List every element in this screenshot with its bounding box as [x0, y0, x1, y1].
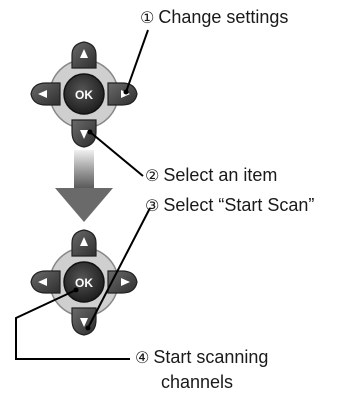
step-4-text: Start scanning — [153, 347, 269, 367]
leader-step-4 — [15, 289, 130, 360]
right-arrow-icon — [121, 278, 130, 286]
step-4-label-line2: channels — [161, 372, 234, 392]
dpad-top: OK — [30, 41, 138, 148]
leader-dots — [73, 89, 129, 331]
step-3-text: Select “Start Scan” — [163, 195, 315, 215]
left-arrow-icon — [38, 90, 47, 98]
ok-label: OK — [75, 276, 93, 290]
step-2-number: ② — [145, 166, 160, 185]
transition-arrow-icon — [55, 150, 113, 222]
dpad-up-key — [71, 229, 97, 257]
ok-button — [63, 73, 105, 115]
left-arrow-icon — [38, 278, 47, 286]
dpad-right-key — [107, 82, 138, 106]
dpad-bottom: OK — [30, 229, 138, 336]
dpad-down-key — [71, 119, 97, 148]
ok-label: OK — [75, 88, 93, 102]
leader-step-3 — [87, 207, 151, 329]
dpad-up-key — [71, 41, 97, 69]
step-1-number: ① — [140, 8, 155, 27]
up-arrow-icon — [80, 237, 88, 246]
down-arrow-icon — [80, 318, 88, 327]
leader-lines — [15, 29, 151, 360]
up-arrow-icon — [80, 49, 88, 58]
step-2-text: Select an item — [163, 165, 278, 185]
leader-step-2 — [89, 131, 144, 177]
step-1-text: Change settings — [158, 7, 289, 27]
step-4-number: ④ — [135, 348, 150, 367]
leader-step-1 — [125, 29, 149, 93]
step-3-number: ③ — [145, 196, 160, 215]
down-arrow-icon — [80, 130, 88, 139]
dpad-left-key — [30, 270, 61, 294]
dpad-left-key — [30, 82, 61, 106]
